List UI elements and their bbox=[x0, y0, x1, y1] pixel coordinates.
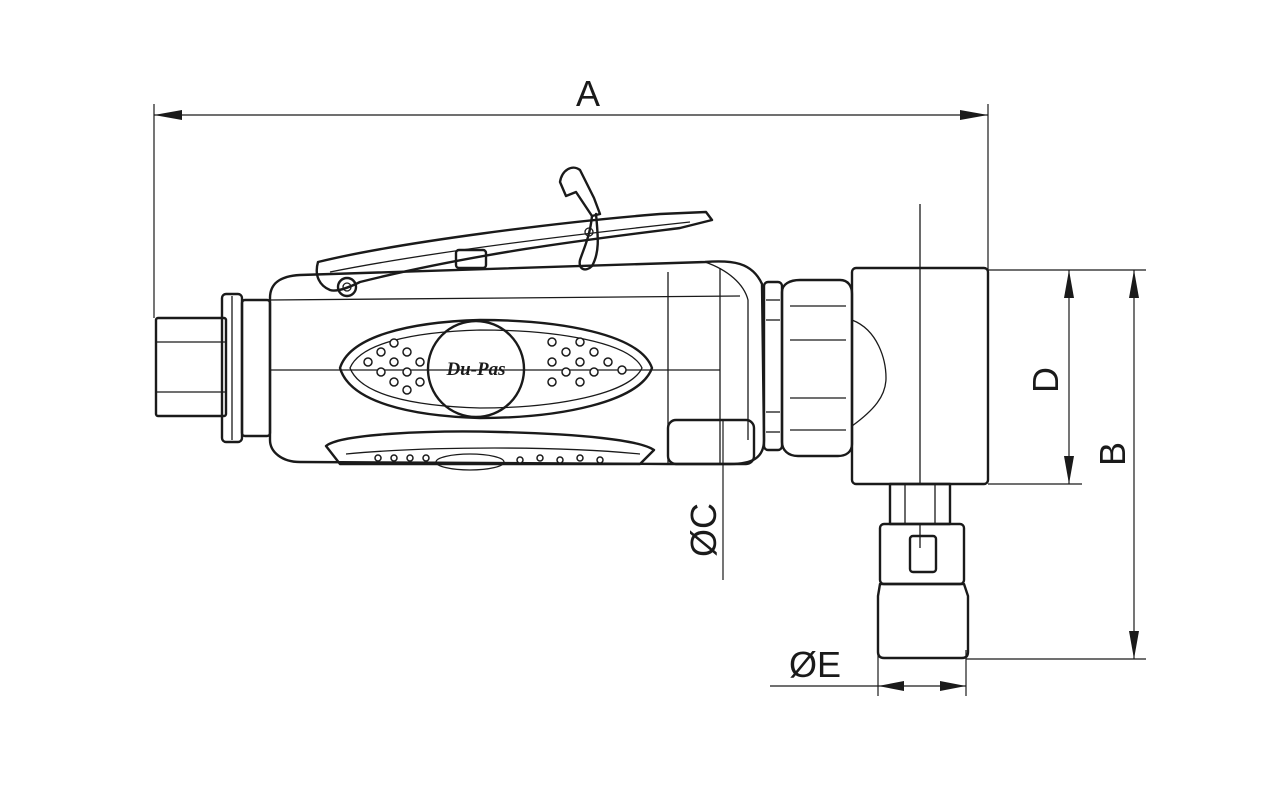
angle-head bbox=[850, 204, 990, 486]
grinder-body: Du-Pas bbox=[154, 166, 990, 660]
dimension-label-e: ØE bbox=[789, 644, 841, 685]
throttle-valve bbox=[454, 248, 488, 270]
dimension-c: ØC bbox=[683, 420, 724, 580]
dimension-label-c: ØC bbox=[683, 503, 724, 557]
dimension-a: A bbox=[153, 73, 989, 318]
collet-assembly bbox=[876, 482, 970, 660]
neck-rings bbox=[762, 280, 784, 452]
dimension-e: ØE bbox=[770, 644, 967, 696]
dimension-label-a: A bbox=[576, 73, 600, 114]
brand-logo-text: Du-Pas bbox=[445, 359, 505, 380]
throttle-lever bbox=[315, 210, 714, 298]
lower-grip bbox=[324, 430, 656, 471]
exhaust-port bbox=[666, 418, 756, 466]
dimension-label-b: B bbox=[1092, 442, 1133, 466]
dimension-d: D bbox=[988, 270, 1082, 485]
brand-badge: Du-Pas bbox=[338, 318, 654, 420]
grip-dots bbox=[363, 337, 627, 395]
safety-catch bbox=[558, 166, 602, 271]
dimension-label-d: D bbox=[1025, 367, 1066, 393]
dimension-b: B bbox=[966, 269, 1146, 660]
air-inlet-fitting bbox=[154, 292, 272, 444]
hex-nut bbox=[780, 278, 854, 458]
